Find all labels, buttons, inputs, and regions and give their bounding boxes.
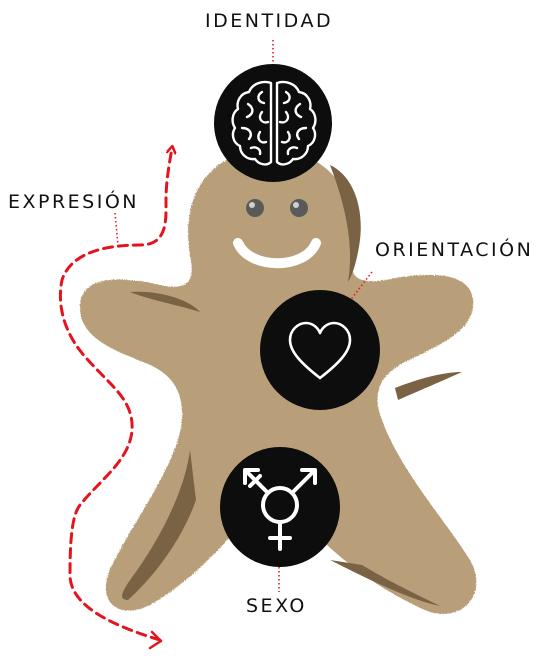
sex-label: SEXO bbox=[246, 595, 307, 617]
right-eye bbox=[290, 199, 308, 217]
smile bbox=[233, 238, 321, 269]
connector-orientation bbox=[345, 271, 373, 307]
expression-arrow-bottom-head bbox=[148, 630, 163, 650]
heart-icon bbox=[288, 321, 352, 380]
identity-label: IDENTIDAD bbox=[205, 10, 334, 32]
transgender-symbol-icon bbox=[243, 468, 317, 551]
orientation-circle bbox=[260, 290, 380, 410]
orientation-node bbox=[260, 290, 380, 410]
body-shadow-right-leg bbox=[330, 560, 440, 606]
body-shadow-head bbox=[330, 165, 361, 282]
brain-icon bbox=[231, 80, 317, 166]
body-shadow-right-arm bbox=[395, 372, 462, 400]
body-shadow-left-arm bbox=[130, 291, 200, 312]
expression-label: EXPRESIÓN bbox=[8, 191, 140, 213]
expression-arrow bbox=[58, 148, 172, 642]
left-eye bbox=[246, 199, 264, 217]
body-shadow-left-leg bbox=[122, 450, 196, 600]
sex-node bbox=[220, 447, 340, 567]
orientation-label: ORIENTACIÓN bbox=[375, 239, 534, 261]
identity-node bbox=[214, 64, 332, 182]
connector-expression bbox=[114, 212, 119, 246]
right-eye-highlight bbox=[293, 202, 299, 208]
left-eye-highlight bbox=[249, 202, 255, 208]
